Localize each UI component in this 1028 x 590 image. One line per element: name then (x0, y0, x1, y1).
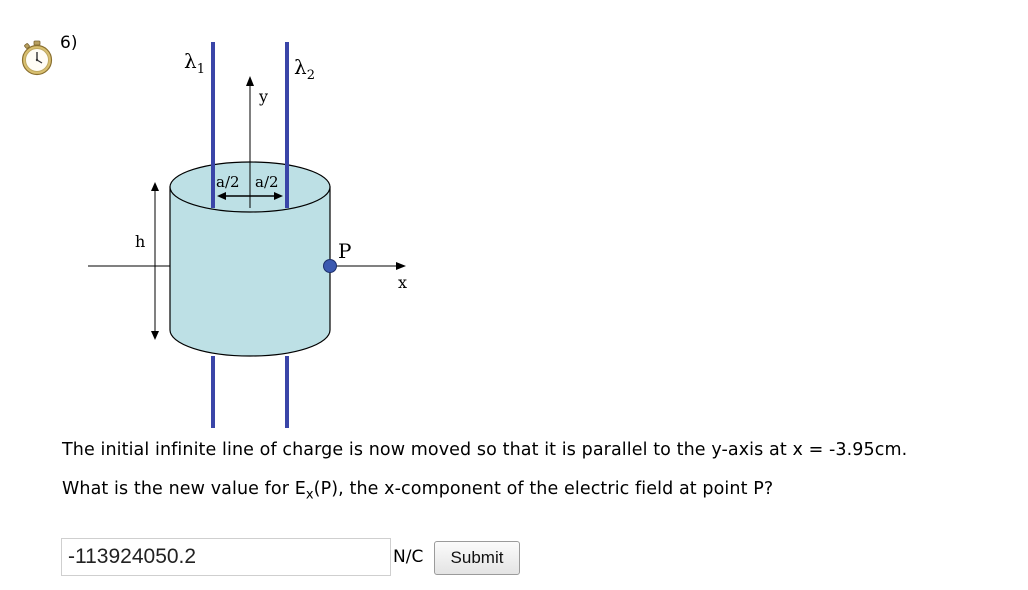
x-axis-arrow (396, 262, 406, 270)
question-text-before: What is the new value for E (62, 479, 306, 499)
x-axis-label: x (398, 273, 407, 292)
question-text-after: (P), the x-component of the electric fie… (313, 479, 774, 499)
stopwatch-icon (21, 40, 53, 76)
lambda2-label: λ2 (294, 55, 315, 83)
cylinder-body (169, 186, 331, 357)
question-subscript: x (305, 487, 314, 503)
y-axis-arrow (246, 76, 254, 86)
question-text-line1: The initial infinite line of charge is n… (62, 440, 908, 460)
point-p (323, 259, 337, 273)
lambda1-label: λ1 (184, 49, 205, 77)
answer-input[interactable] (61, 538, 391, 576)
units-label: N/C (393, 547, 424, 567)
question-text-line2: What is the new value for Ex(P), the x-c… (62, 479, 773, 503)
submit-button[interactable]: Submit (434, 541, 520, 575)
h-label: h (135, 232, 145, 251)
a-half-right-label: a/2 (255, 173, 279, 191)
question-number: 6) (60, 33, 78, 53)
cylinder-diagram: λ1 λ2 y a/2 a/2 h P x (88, 42, 407, 428)
p-label: P (338, 239, 351, 263)
y-axis-label: y (258, 87, 268, 106)
a-half-left-label: a/2 (216, 173, 240, 191)
